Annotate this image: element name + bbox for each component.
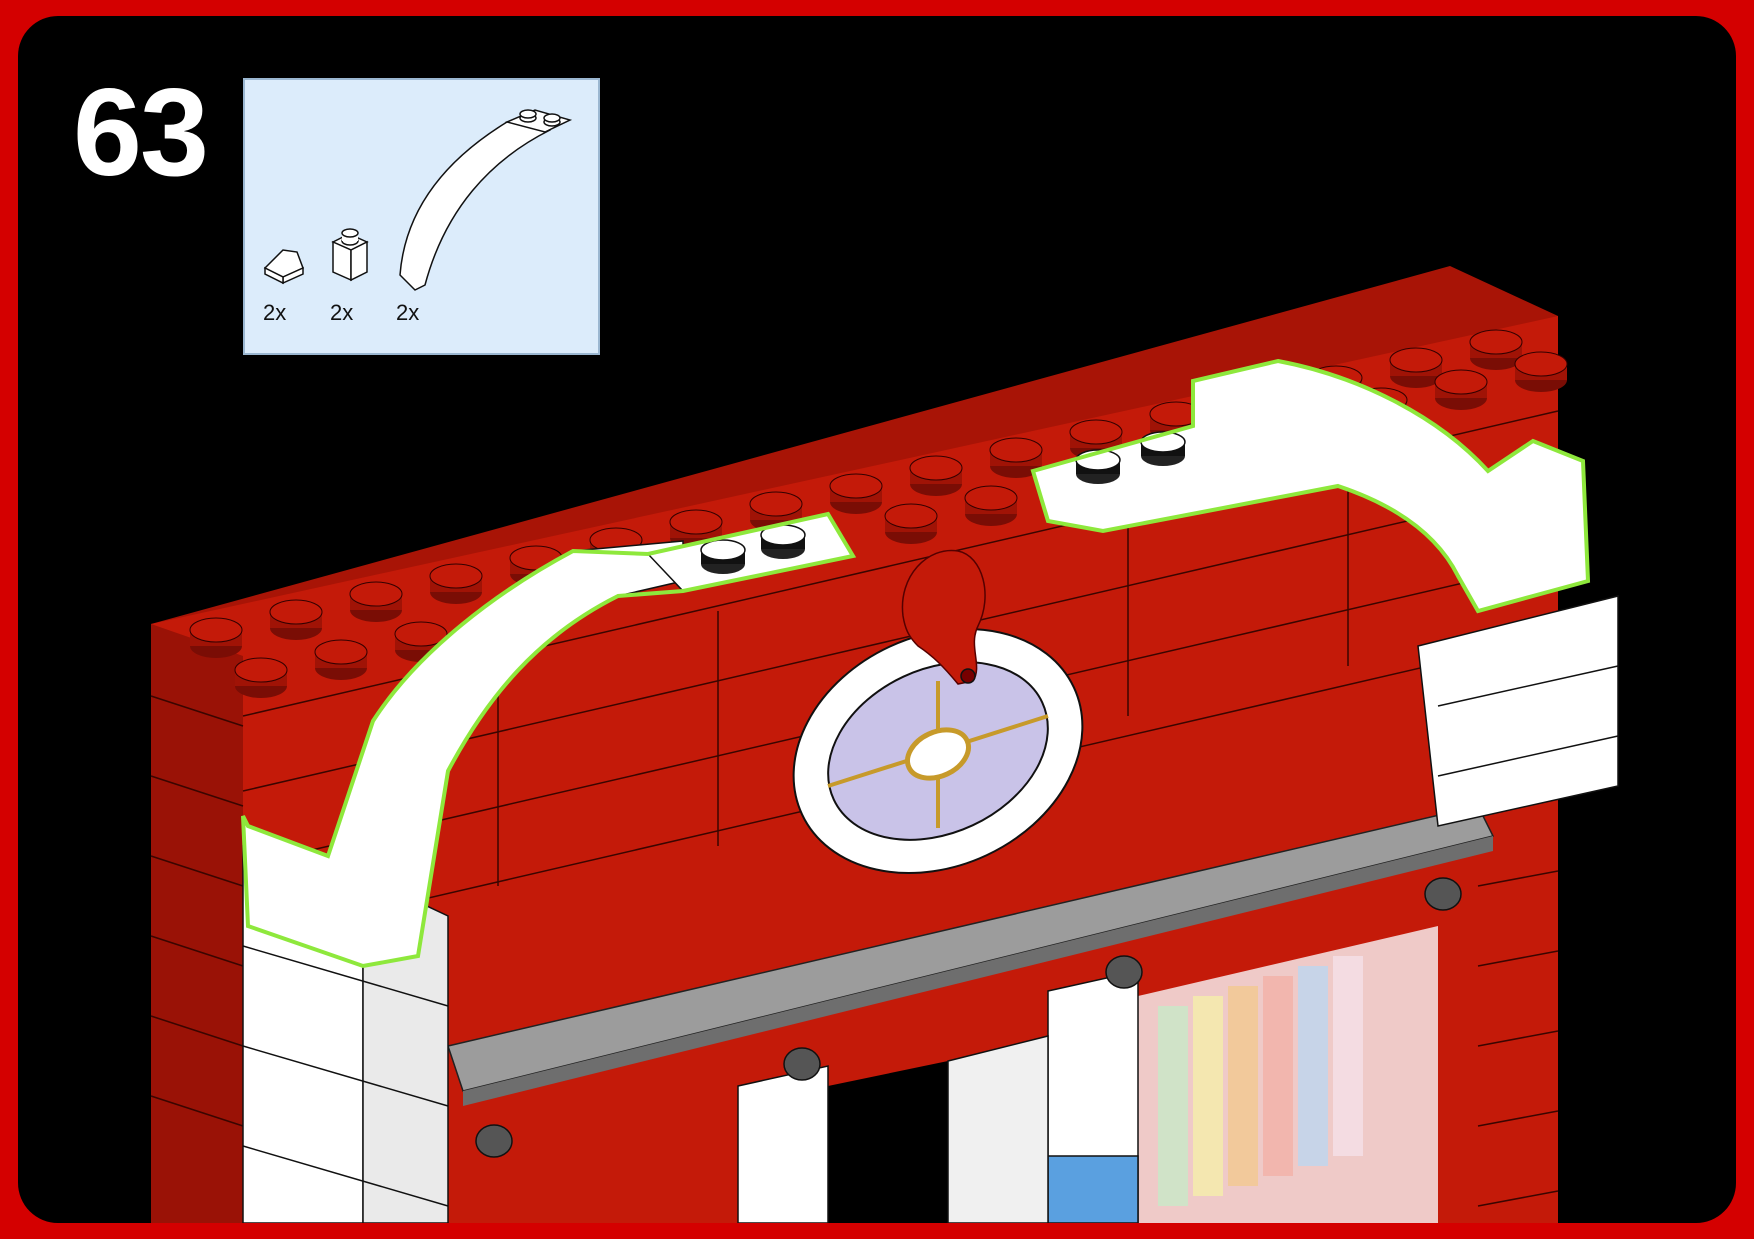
right-curved-arch xyxy=(1030,358,1591,614)
oval-window xyxy=(792,628,1084,874)
part-quantity: 2x xyxy=(263,300,287,325)
part-quantity: 2x xyxy=(396,300,420,325)
arch-curved-brick-icon xyxy=(399,109,573,291)
parts-illustration xyxy=(263,109,573,291)
step-number: 63 xyxy=(73,64,209,202)
hinge-pieces xyxy=(475,877,1462,1158)
plate-brick-1x1-icon xyxy=(331,228,369,282)
left-curved-arch xyxy=(241,511,857,969)
building-model-illustration xyxy=(150,266,1619,1223)
shop-window xyxy=(1138,926,1438,1223)
red-decoration-piece xyxy=(901,549,986,685)
part-quantity: 2x xyxy=(330,300,354,325)
instruction-frame: 63 xyxy=(18,16,1736,1223)
door-opening xyxy=(828,1061,948,1223)
window-frames xyxy=(737,970,1139,1223)
right-white-pillar xyxy=(1417,595,1619,827)
parts-callout: 2x 2x 2x xyxy=(243,78,600,355)
slope-brick-1x1-icon xyxy=(263,249,304,285)
red-brick-wall-side xyxy=(151,624,243,1223)
